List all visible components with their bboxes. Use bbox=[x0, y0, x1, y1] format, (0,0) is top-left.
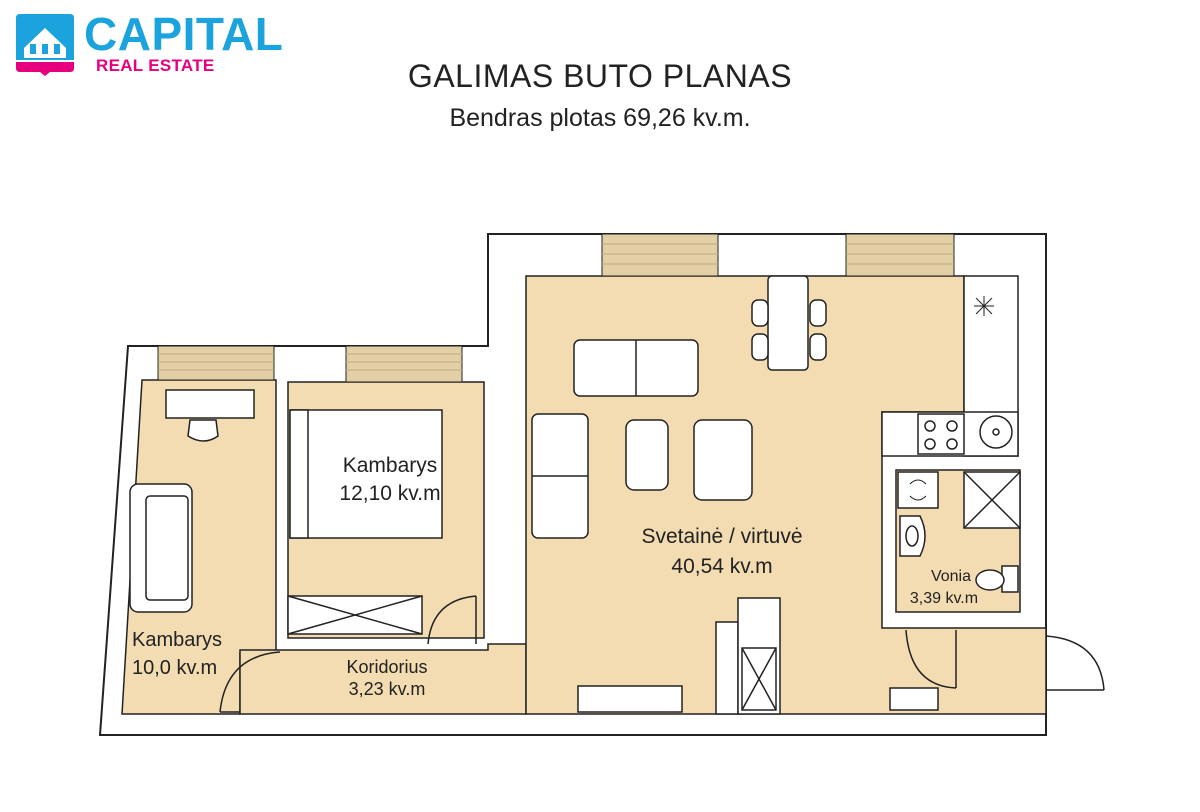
room-area: 12,10 kv.m bbox=[339, 482, 441, 505]
house-logo-icon bbox=[16, 14, 74, 76]
room-area: 40,54 kv.m bbox=[671, 555, 773, 578]
logo: CAPITAL REAL ESTATE bbox=[14, 10, 284, 76]
window bbox=[345, 345, 463, 383]
washing-machine bbox=[897, 471, 939, 509]
room-name: Kambarys bbox=[132, 629, 223, 651]
armchair bbox=[693, 419, 753, 501]
door-swing bbox=[427, 595, 477, 645]
room-label-bedroom-large: Kambarys 12,10 kv.m bbox=[330, 452, 450, 508]
chair bbox=[751, 299, 769, 327]
room-label-corridor: Koridorius 3,23 kv.m bbox=[322, 656, 452, 700]
room-area: 3,23 kv.m bbox=[348, 679, 426, 699]
desk bbox=[165, 389, 255, 419]
toilet bbox=[975, 569, 1005, 591]
room-area: 3,39 kv.m bbox=[909, 590, 979, 607]
fridge-icon bbox=[974, 296, 994, 316]
room-label-bathroom: Vonia 3,39 kv.m bbox=[896, 566, 992, 610]
desk-chair bbox=[187, 419, 219, 442]
window bbox=[845, 233, 955, 277]
room-name: Vonia bbox=[930, 568, 972, 585]
door-swing bbox=[905, 629, 957, 689]
room-label-bedroom-small: Kambarys 10,0 kv.m bbox=[132, 626, 242, 682]
plan-title: GALIMAS BUTO PLANAS bbox=[407, 58, 793, 94]
room-name: Kambarys bbox=[342, 454, 438, 477]
washer-arrows-icon bbox=[909, 479, 927, 501]
column bbox=[715, 621, 739, 715]
chair bbox=[751, 333, 769, 361]
door-swing bbox=[219, 651, 281, 713]
dining-table bbox=[767, 275, 809, 371]
room-label-living-kitchen: Svetainė / virtuvė 40,54 kv.m bbox=[622, 522, 822, 582]
room-area: 10,0 kv.m bbox=[132, 657, 218, 679]
bed bbox=[289, 409, 443, 539]
window bbox=[157, 345, 275, 381]
room-name: Svetainė / virtuvė bbox=[641, 525, 803, 548]
brand-name: CAPITAL bbox=[84, 8, 284, 60]
window bbox=[601, 233, 719, 277]
brand-tagline: REAL ESTATE bbox=[96, 56, 215, 75]
room-name: Koridorius bbox=[346, 657, 428, 677]
chair bbox=[809, 333, 827, 361]
door-swing bbox=[1045, 635, 1105, 691]
plan-subtitle: Bendras plotas 69,26 kv.m. bbox=[449, 104, 751, 132]
stove bbox=[917, 413, 965, 455]
coffee-table bbox=[625, 419, 669, 491]
tv-unit bbox=[577, 685, 683, 713]
chair bbox=[809, 299, 827, 327]
entry-threshold bbox=[889, 687, 939, 711]
